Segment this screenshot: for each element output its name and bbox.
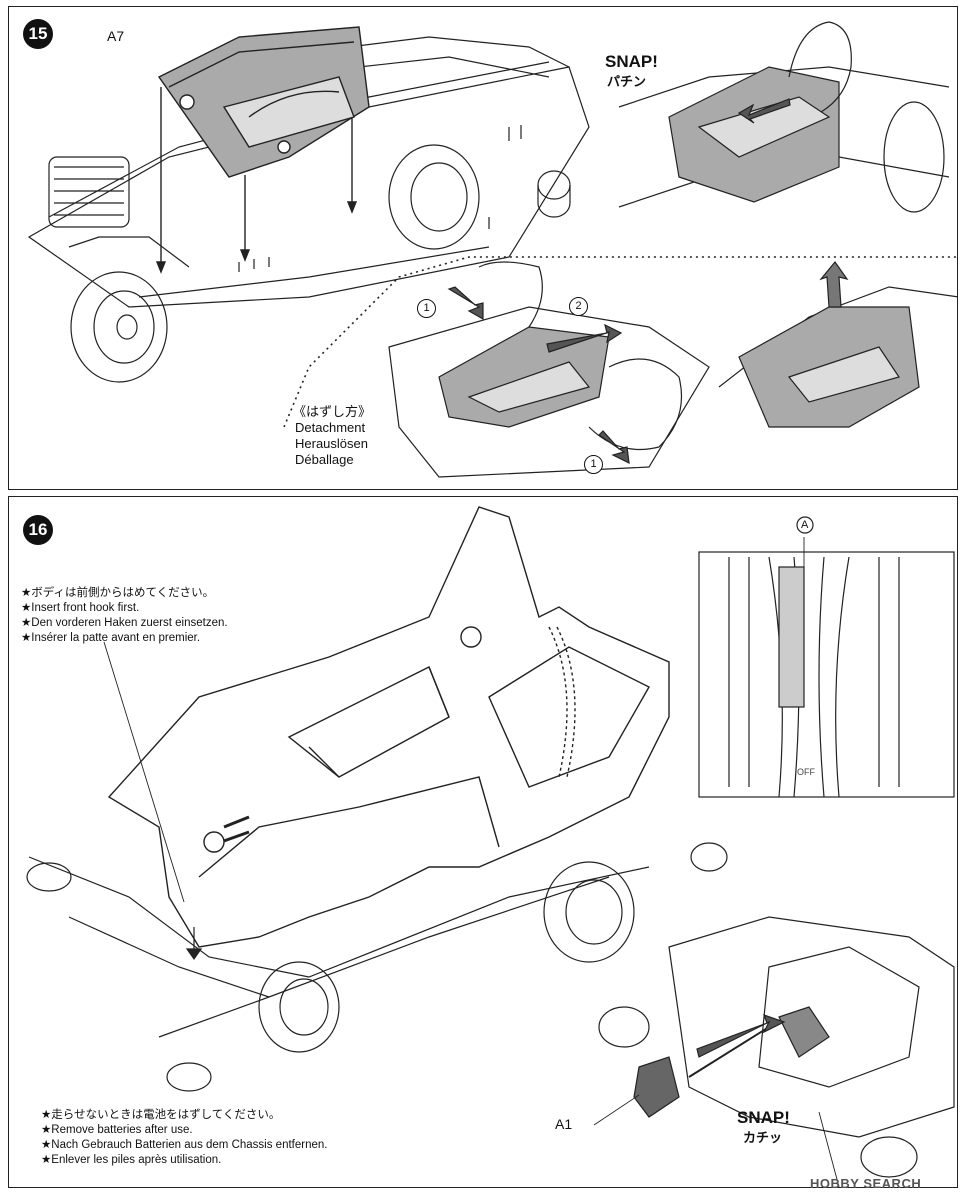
switch-off-label: OFF <box>797 767 815 777</box>
note-batteries-de: ★Nach Gebrauch Batterien aus dem Chassis… <box>41 1139 328 1151</box>
detach-step2-drawing <box>718 261 957 428</box>
note-batteries-en: ★Remove batteries after use. <box>41 1124 193 1136</box>
step-16-illustration <box>26 506 955 1187</box>
note-front-de: ★Den vorderen Haken zuerst einsetzen. <box>21 617 228 629</box>
snap-inset-drawing <box>618 21 950 213</box>
detach-title-de: Herauslösen <box>295 436 368 451</box>
marker-1-bottom: 1 <box>584 455 603 474</box>
snap-sub-label: パチン <box>607 74 647 89</box>
step-16-panel: 16 ★ボディは前側からはめてください。 ★Insert front hook … <box>8 496 958 1188</box>
chassis-drawing <box>27 36 590 383</box>
part-label-a1: A1 <box>555 1116 573 1132</box>
chassis-drawing-16 <box>26 842 728 1092</box>
watermark: HOBBY SEARCH <box>810 1176 922 1191</box>
switch-inset-drawing <box>698 516 955 798</box>
inset-label-a: A <box>801 519 809 531</box>
detach-step1-drawing <box>388 261 710 478</box>
marker-2: 2 <box>569 297 588 316</box>
car-body-drawing <box>107 506 670 948</box>
battery-cover-inset-drawing <box>593 916 955 1187</box>
part-label-a7: A7 <box>107 28 125 44</box>
fma-cover-part <box>155 26 370 274</box>
note-front-jp: ★ボディは前側からはめてください。 <box>21 587 215 599</box>
step-15-illustration <box>27 21 957 478</box>
marker-1-top: 1 <box>417 299 436 318</box>
step-15-panel: 15 A7 SNAP! パチン 1 2 1 《はずし方》 Detachment … <box>8 6 958 490</box>
note-front-fr: ★Insérer la patte avant en premier. <box>21 632 201 644</box>
note-front-en: ★Insert front hook first. <box>21 602 140 614</box>
step-number-badge: 15 <box>23 19 53 49</box>
note-batteries-fr: ★Enlever les piles après utilisation. <box>41 1154 222 1166</box>
detach-title-jp: 《はずし方》 <box>293 404 372 419</box>
step-number-badge: 16 <box>23 515 53 545</box>
note-batteries-jp: ★走らせないときは電池をはずしてください。 <box>41 1109 281 1121</box>
snap-label: SNAP! <box>605 52 658 71</box>
detach-title-fr: Déballage <box>295 452 354 467</box>
snap-sub-label: カチッ <box>743 1130 783 1145</box>
snap-label: SNAP! <box>737 1108 790 1127</box>
detach-title-en: Detachment <box>295 420 366 435</box>
